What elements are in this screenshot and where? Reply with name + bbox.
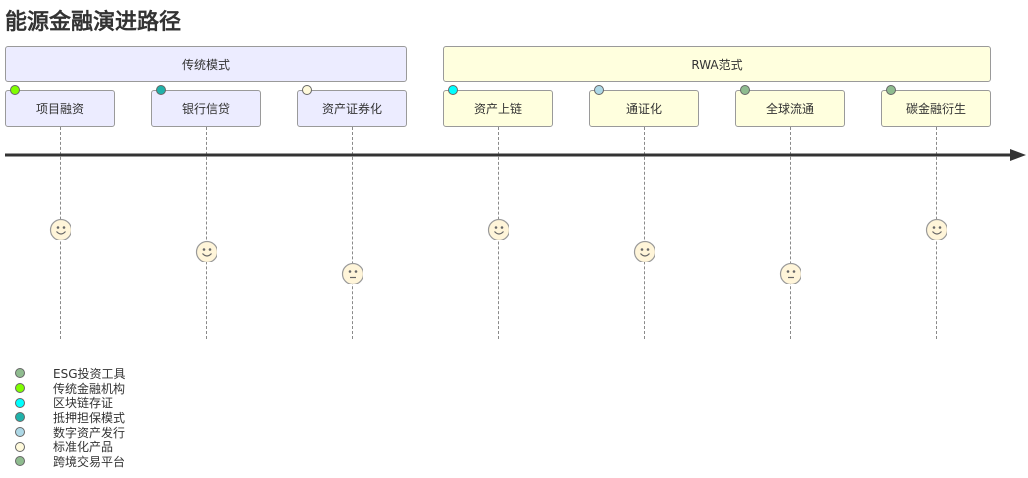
- diagram-title: 能源金融演进路径: [5, 10, 182, 35]
- section-traditional: 传统模式: [5, 46, 407, 82]
- legend-dot-icon: [15, 441, 25, 452]
- task-box: 全球流通: [735, 90, 845, 127]
- task-label: 项目融资: [35, 102, 84, 116]
- legend-dot-icon: [15, 412, 25, 423]
- smiley-face-icon: [487, 218, 509, 240]
- task-box: 资产上链: [443, 90, 553, 127]
- legend-item: 标准化产品: [15, 439, 126, 454]
- legend: ESG投资工具传统金融机构区块链存证抵押担保模式数字资产发行标准化产品跨境交易平…: [15, 366, 126, 469]
- legend-item: ESG投资工具: [15, 366, 126, 381]
- legend-dot-icon: [15, 383, 25, 394]
- legend-dot-icon: [15, 368, 25, 379]
- actor-dot-icon: [740, 85, 750, 95]
- legend-label: 标准化产品: [53, 440, 114, 455]
- legend-label: 抵押担保模式: [53, 410, 126, 425]
- task-line: [206, 127, 207, 339]
- legend-item: 传统金融机构: [15, 381, 126, 396]
- legend-label: ESG投资工具: [53, 366, 126, 381]
- actor-dot-icon: [10, 85, 20, 95]
- task-label: 碳金融衍生: [905, 102, 966, 116]
- timeline-axis: [5, 149, 1026, 161]
- task-box: 通证化: [589, 90, 699, 127]
- legend-item: 抵押担保模式: [15, 410, 126, 425]
- task-label: 通证化: [625, 102, 662, 116]
- neutral-face-icon: [779, 262, 801, 284]
- neutral-face-icon: [341, 262, 363, 284]
- legend-label: 传统金融机构: [53, 381, 126, 396]
- legend-label: 区块链存证: [53, 396, 114, 411]
- task-box: 项目融资: [5, 90, 115, 127]
- task-label: 全球流通: [765, 102, 814, 116]
- task-line: [790, 127, 791, 339]
- task-box: 资产证券化: [297, 90, 407, 127]
- task-line: [644, 127, 645, 339]
- smiley-face-icon: [925, 218, 947, 240]
- arrow-head-icon: [1010, 149, 1026, 161]
- section-label: 传统模式: [181, 57, 230, 72]
- smiley-face-icon: [633, 240, 655, 262]
- legend-dot-icon: [15, 456, 25, 467]
- legend-dot-icon: [15, 427, 25, 438]
- section-rwa: RWA范式: [443, 46, 991, 82]
- task-label: 资产证券化: [321, 102, 382, 116]
- smiley-face-icon: [195, 240, 217, 262]
- legend-item: 区块链存证: [15, 395, 126, 410]
- legend-label: 数字资产发行: [53, 425, 126, 440]
- actor-dot-icon: [886, 85, 896, 95]
- task-label: 资产上链: [473, 102, 522, 116]
- legend-item: 数字资产发行: [15, 425, 126, 440]
- actor-dot-icon: [156, 85, 166, 95]
- actor-dot-icon: [302, 85, 312, 95]
- legend-label: 跨境交易平台: [53, 454, 126, 469]
- actor-dot-icon: [448, 85, 458, 95]
- task-label: 银行信贷: [181, 102, 230, 116]
- section-label: RWA范式: [691, 57, 743, 72]
- actor-dot-icon: [594, 85, 604, 95]
- task-box: 银行信贷: [151, 90, 261, 127]
- task-box: 碳金融衍生: [881, 90, 991, 127]
- task-line: [352, 127, 353, 339]
- legend-dot-icon: [15, 397, 25, 408]
- smiley-face-icon: [49, 218, 71, 240]
- legend-item: 跨境交易平台: [15, 454, 126, 469]
